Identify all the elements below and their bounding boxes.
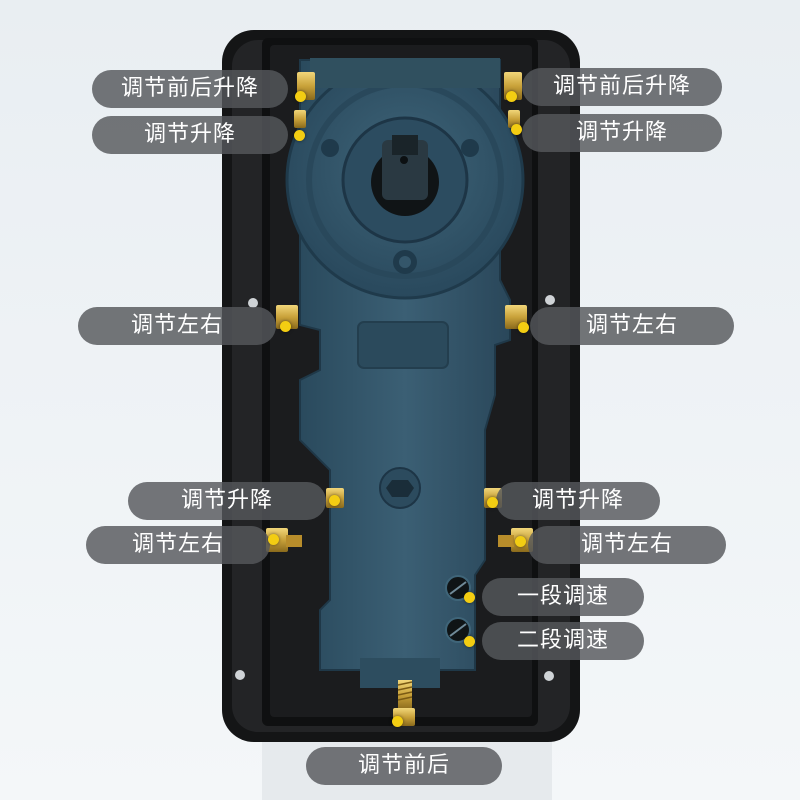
marker-dot	[268, 534, 279, 545]
label-front-back-up-down-right: 调节前后升降	[522, 68, 722, 106]
label-left-right-mid-right: 调节左右	[530, 307, 734, 345]
label-up-down-lower-right: 调节升降	[496, 482, 660, 520]
label-speed-stage-1: 一段调速	[482, 578, 644, 616]
label-left-right-lower-right: 调节左右	[528, 526, 726, 564]
marker-dot	[294, 130, 305, 141]
label-up-down-lower-left: 调节升降	[128, 482, 326, 520]
marker-dot	[464, 592, 475, 603]
label-speed-stage-2: 二段调速	[482, 622, 644, 660]
marker-dot	[511, 124, 522, 135]
marker-dot	[329, 495, 340, 506]
label-up-down-top-right: 调节升降	[522, 114, 722, 152]
marker-dot	[515, 536, 526, 547]
mounting-holes	[235, 295, 555, 681]
marker-dot	[518, 322, 529, 333]
label-left-right-mid-left: 调节左右	[78, 307, 276, 345]
marker-dot	[506, 91, 517, 102]
label-front-back-up-down-left: 调节前后升降	[92, 70, 288, 108]
marker-dot	[295, 91, 306, 102]
label-up-down-top-left: 调节升降	[92, 116, 288, 154]
label-front-back-bottom: 调节前后	[306, 747, 502, 785]
marker-dot	[392, 716, 403, 727]
marker-dot	[280, 321, 291, 332]
marker-dot	[487, 497, 498, 508]
label-left-right-lower-left: 调节左右	[86, 526, 270, 564]
marker-dot	[464, 636, 475, 647]
